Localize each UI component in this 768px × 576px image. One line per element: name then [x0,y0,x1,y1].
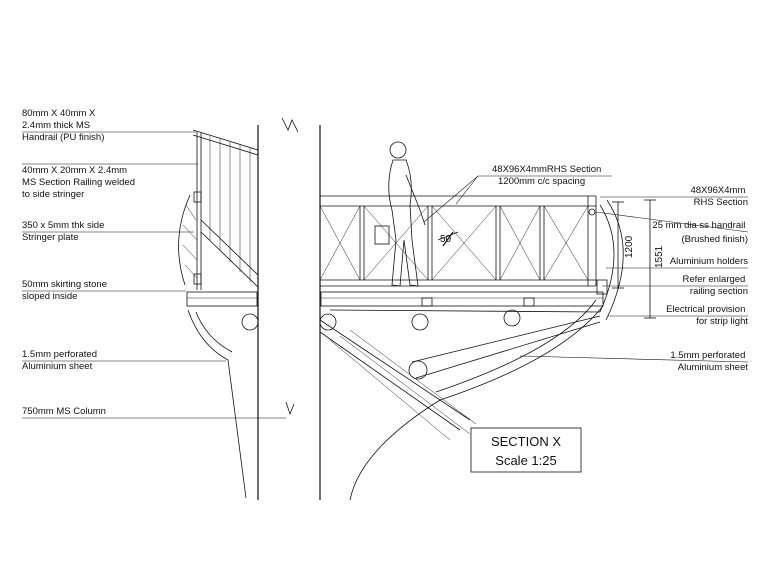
label-stringer-plate: 350 x 5mm thk side Stringer plate [22,220,107,243]
label-perforated-sheet-left: 1.5mm perforated Aluminium sheet [22,349,100,372]
label-rhs-section: 48X96X4mm RHS Section [690,185,748,208]
label-refer-railing: Refer enlarged railing section [683,274,749,297]
label-rhs-spacing: 48X96X4mmRHS Section 1200mm c/c spacing [492,164,604,187]
floor-slab [186,279,608,307]
bridge-railing [319,195,597,287]
dim-50: 50 [440,234,452,245]
right-labels: 48X96X4mm RHS Section 25 mm dia ss handr… [519,185,749,373]
label-ss-handrail: 25 mm dia ss handrail (Brushed finish) [652,220,748,245]
section-scale: Scale 1:25 [495,453,556,468]
left-labels: 80mm X 40mm X 2.4mm thick MS Handrail (P… [22,108,286,419]
label-electrical-provision: Electrical provision for strip light [666,304,748,327]
underside-structure [241,199,624,501]
dim-1551: 1551 [654,245,665,268]
label-perforated-sheet-right: 1.5mm perforated Aluminium sheet [670,350,748,373]
section-title: SECTION X [491,434,561,449]
label-handrail: 80mm X 40mm X 2.4mm thick MS Handrail (P… [22,108,104,143]
dimension-lines [437,199,656,319]
stair-railing [192,129,259,290]
label-skirting-stone: 50mm skirting stone sloped inside [22,279,110,302]
ms-column [257,117,321,500]
label-aluminium-holders: Aluminium holders [670,256,748,267]
dim-1200: 1200 [624,235,635,258]
center-label: 48X96X4mmRHS Section 1200mm c/c spacing [423,164,612,223]
left-cladding [178,194,247,499]
section-title-box: SECTION X Scale 1:25 [470,427,582,473]
person-figure [374,141,426,287]
label-ms-column: 750mm MS Column [22,406,106,417]
label-ms-section-railing: 40mm X 20mm X 2.4mm MS Section Railing w… [22,165,138,200]
